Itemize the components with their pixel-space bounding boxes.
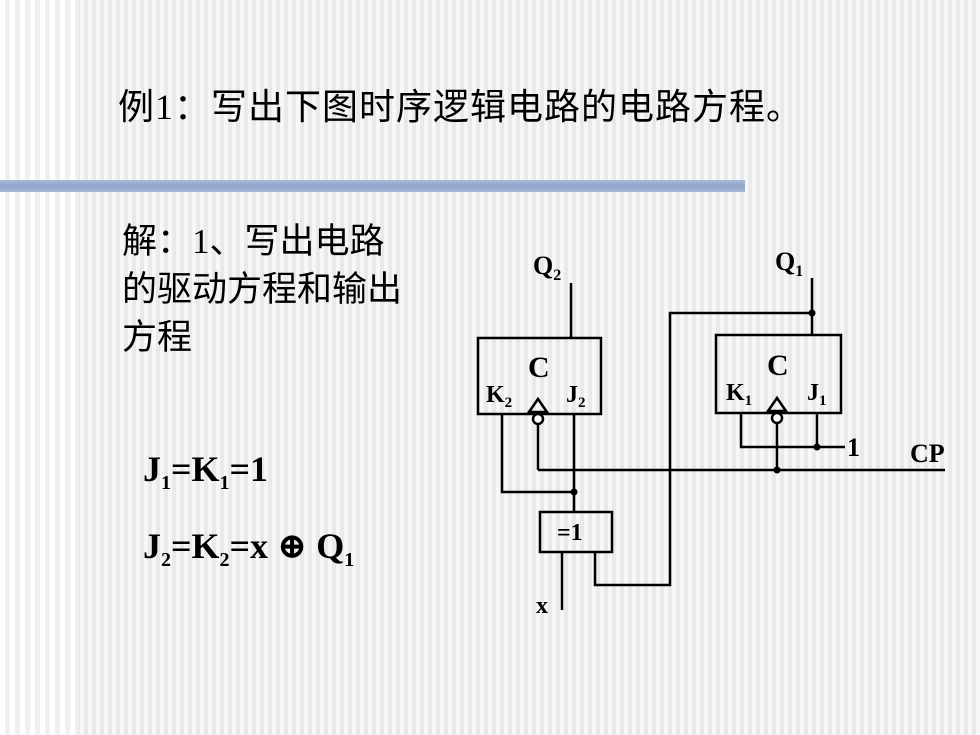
- eq1-rhs: =1: [229, 449, 269, 489]
- eq2-k-sub: 2: [219, 549, 230, 572]
- ff1-clock-bubble: [770, 411, 784, 425]
- eq1-k: =K: [171, 449, 220, 489]
- eq2-k: =K: [171, 526, 220, 566]
- k2-label: K2: [486, 382, 512, 411]
- ff2-clock-bubble: [531, 412, 545, 426]
- xor-gate-box: [538, 510, 614, 554]
- j2-label: J2: [566, 382, 586, 411]
- slide-title: 例1：写出下图时序逻辑电路的电路方程。: [118, 87, 804, 127]
- j1-k1-junction-dot: [813, 443, 821, 451]
- eq2-q-sub: 1: [344, 549, 355, 572]
- solution-line-2: 的驱动方程和输出: [122, 270, 403, 309]
- eq2-j: J: [143, 526, 161, 566]
- cp-label: CP: [910, 439, 945, 468]
- ff2-clock-label: C: [528, 351, 550, 384]
- equation-j2-k2: J2=K2=x ⊕ Q1: [143, 525, 354, 572]
- constant-one-label: 1: [847, 433, 860, 462]
- k2-input-wire: [500, 414, 574, 494]
- q1-junction-dot: [808, 309, 816, 317]
- xor-gate-label: =1: [557, 520, 583, 546]
- eq1-k-sub: 1: [219, 472, 230, 495]
- ff2-clock-triangle: [526, 396, 550, 414]
- q1-label: Q1: [775, 247, 803, 280]
- ff1-cp-junction-dot: [773, 466, 781, 474]
- solution-line-1: 解：1、写出电路: [122, 222, 385, 261]
- q1-feedback-wire: [593, 311, 812, 587]
- solution-line-3: 方程: [122, 318, 193, 357]
- j1-label: J1: [807, 380, 827, 409]
- left-decorative-band: [0, 0, 78, 735]
- ff1-clock-label: C: [767, 349, 789, 382]
- k1-input-wire: [739, 413, 845, 449]
- q2-label: Q2: [533, 251, 561, 284]
- j2-k2-junction-dot: [570, 488, 578, 496]
- solution-text: 解：1、写出电路 的驱动方程和输出 方程: [122, 218, 482, 362]
- eq1-j-sub: 1: [161, 472, 171, 495]
- x-input-label: x: [536, 593, 548, 619]
- ff1-clock-triangle: [765, 395, 789, 413]
- equation-j1-k1: J1=K1=1: [143, 448, 268, 495]
- eq2-mid: =x ⊕ Q: [229, 526, 345, 566]
- title-divider: [0, 180, 745, 192]
- k1-label: K1: [726, 380, 752, 409]
- eq1-j: J: [143, 449, 161, 489]
- eq2-j-sub: 2: [161, 549, 171, 572]
